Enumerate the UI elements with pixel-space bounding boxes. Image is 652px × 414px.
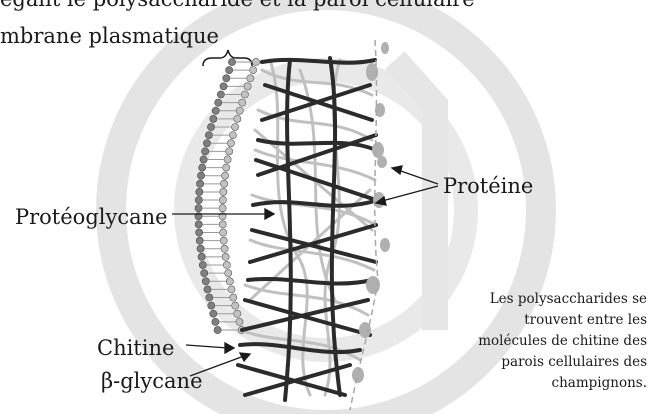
- membrane-bracket: [203, 50, 252, 66]
- lipid-head: [223, 261, 230, 268]
- lipid-head: [250, 67, 257, 74]
- lipid-head: [226, 148, 233, 155]
- lipid-head: [199, 261, 206, 268]
- lipid-head: [201, 270, 208, 277]
- lipid-head: [220, 229, 227, 236]
- lipid-head: [221, 245, 228, 252]
- lipid-head: [212, 107, 219, 114]
- label-proteoglycane: Protéoglycane: [15, 205, 168, 229]
- lipid-head: [230, 294, 237, 301]
- lipid-head: [228, 58, 235, 65]
- lipid-head: [196, 229, 203, 236]
- lipid-head: [202, 278, 209, 285]
- lipid-head: [206, 294, 213, 301]
- lipid-head: [195, 221, 202, 228]
- cropped-top-text: égalit le polysaccharide et la paroi cel…: [0, 0, 475, 11]
- label-membrane: mbrane plasmatique: [0, 24, 219, 48]
- lipid-head: [236, 318, 243, 325]
- lipid-head: [200, 156, 207, 163]
- lipid-head: [223, 75, 230, 82]
- lipid-head: [247, 75, 254, 82]
- lipid-head: [220, 83, 227, 90]
- lipid-head: [241, 91, 248, 98]
- lipid-head: [215, 99, 222, 106]
- lipid-head: [210, 310, 217, 317]
- lipid-head: [199, 164, 206, 171]
- label-proteine: Protéine: [443, 174, 533, 198]
- lipid-head: [219, 221, 226, 228]
- lipid-head: [232, 302, 239, 309]
- lipid-head: [198, 253, 205, 260]
- lipid-head: [223, 164, 230, 171]
- lipid-head: [208, 302, 215, 309]
- lipid-head: [217, 91, 224, 98]
- lipid-head: [197, 245, 204, 252]
- lipid-head: [202, 148, 209, 155]
- caption: Les polysaccharides se trouvent entre le…: [452, 289, 647, 394]
- lipid-head: [220, 180, 227, 187]
- lipid-head: [236, 107, 243, 114]
- lipid-head: [203, 140, 210, 147]
- lipid-head: [221, 172, 228, 179]
- lipid-head: [226, 278, 233, 285]
- lipid-head: [252, 58, 259, 65]
- lipid-head: [197, 172, 204, 179]
- lipid-head: [222, 253, 229, 260]
- lipid-head: [204, 286, 211, 293]
- lipid-head: [244, 83, 251, 90]
- lipid-head: [207, 123, 214, 130]
- lipid-head: [224, 156, 231, 163]
- label-chitine: Chitine: [97, 336, 174, 360]
- lipid-head: [231, 123, 238, 130]
- lipid-head: [210, 115, 217, 122]
- lipid-head: [234, 310, 241, 317]
- lipid-head: [219, 205, 226, 212]
- lipid-head: [196, 237, 203, 244]
- lipid-head: [226, 67, 233, 74]
- label-beta-glycane: β-glycane: [101, 369, 203, 393]
- lipid-head: [239, 99, 246, 106]
- lipid-head: [212, 318, 219, 325]
- lipid-head: [220, 237, 227, 244]
- lipid-head: [195, 196, 202, 203]
- lipid-head: [219, 196, 226, 203]
- lipid-head: [234, 115, 241, 122]
- lipid-head: [196, 180, 203, 187]
- lipid-head: [214, 326, 221, 333]
- lipid-head: [227, 140, 234, 147]
- lipid-head: [220, 188, 227, 195]
- lipid-head: [229, 131, 236, 138]
- lipid-head: [225, 270, 232, 277]
- lipid-head: [205, 131, 212, 138]
- lipid-head: [228, 286, 235, 293]
- lipid-head: [196, 188, 203, 195]
- lipid-head: [195, 205, 202, 212]
